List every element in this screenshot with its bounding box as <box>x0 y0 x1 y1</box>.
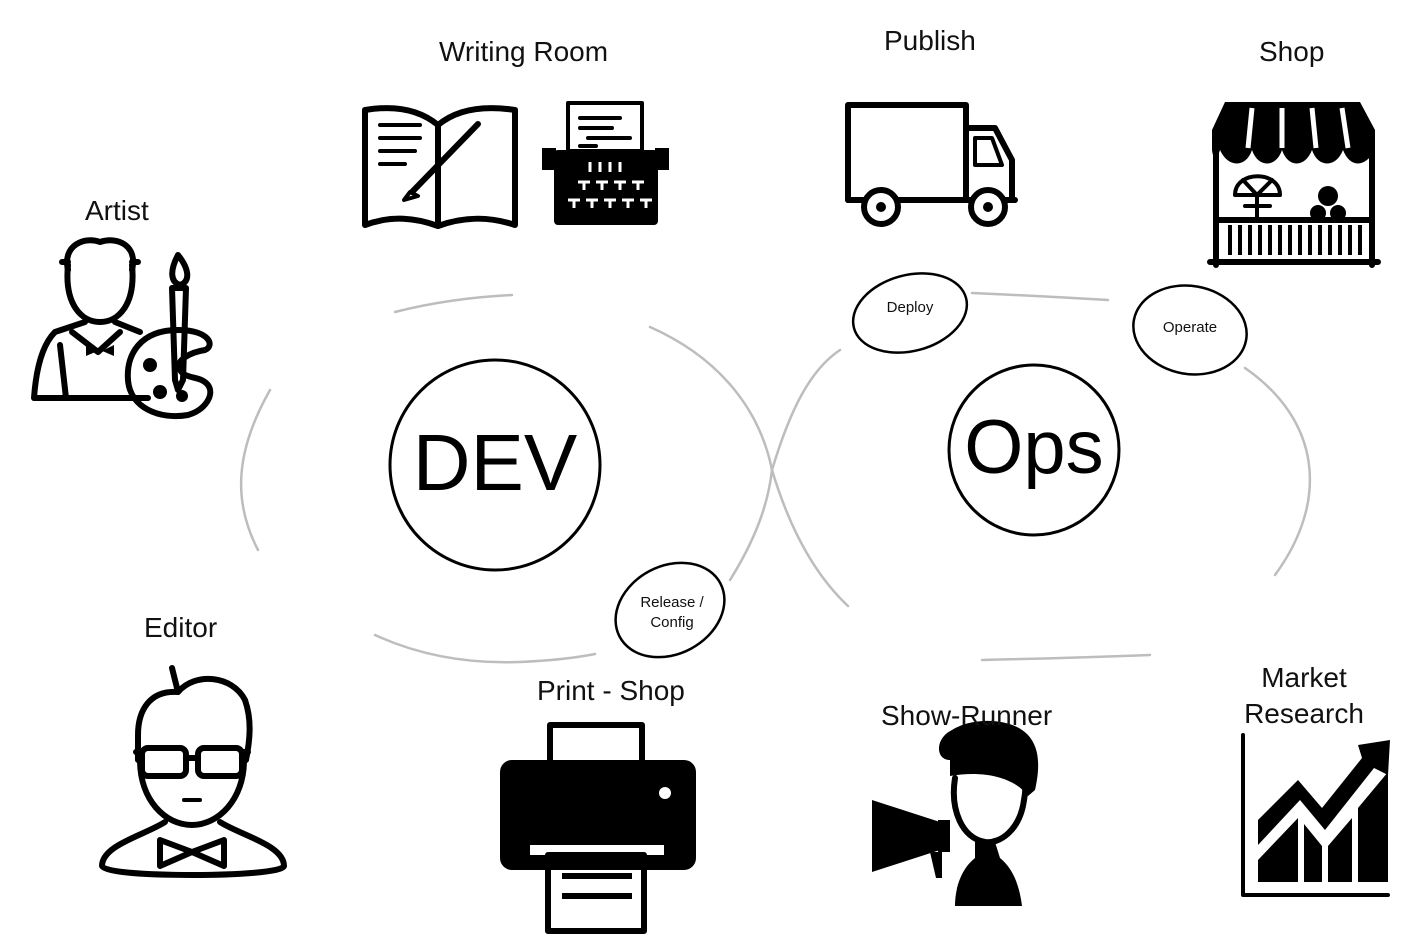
typewriter-icon <box>542 101 669 225</box>
growth-chart-icon <box>1241 733 1390 897</box>
ops-circle <box>947 363 1121 537</box>
print-shop-label: Print - Shop <box>537 675 685 706</box>
book-icon <box>362 105 518 229</box>
market-stall-icon <box>1207 102 1381 268</box>
release-line2: Config <box>650 614 694 631</box>
infinity-loop <box>239 291 1312 664</box>
writing-room-label: Writing Room <box>439 36 609 67</box>
show-runner-label: Show-Runner <box>881 700 1053 731</box>
deploy-label: Deploy <box>886 299 934 316</box>
dev-label: DEV <box>412 418 578 507</box>
release-config-label: Release / Config <box>622 593 722 633</box>
operate-ellipse <box>1132 284 1248 376</box>
editor-icon <box>99 665 287 878</box>
printer-icon <box>500 722 696 934</box>
publish-label: Publish <box>884 25 976 56</box>
release-config-ellipse <box>614 561 726 659</box>
dev-circle <box>388 358 602 572</box>
show-runner-icon <box>872 720 1039 906</box>
editor-label: Editor <box>144 612 218 643</box>
truck-icon <box>845 102 1018 227</box>
shop-label: Shop <box>1259 36 1325 67</box>
ops-label: Ops <box>964 405 1104 490</box>
artist-label: Artist <box>85 195 149 226</box>
operate-label: Operate <box>1162 319 1218 336</box>
deploy-ellipse <box>851 272 969 354</box>
market-research-label: Market Research <box>1224 662 1384 730</box>
market-research-line2: Research <box>1244 698 1364 729</box>
release-line1: Release / <box>640 594 704 611</box>
market-research-line1: Market <box>1261 662 1347 693</box>
artist-icon <box>31 237 214 419</box>
